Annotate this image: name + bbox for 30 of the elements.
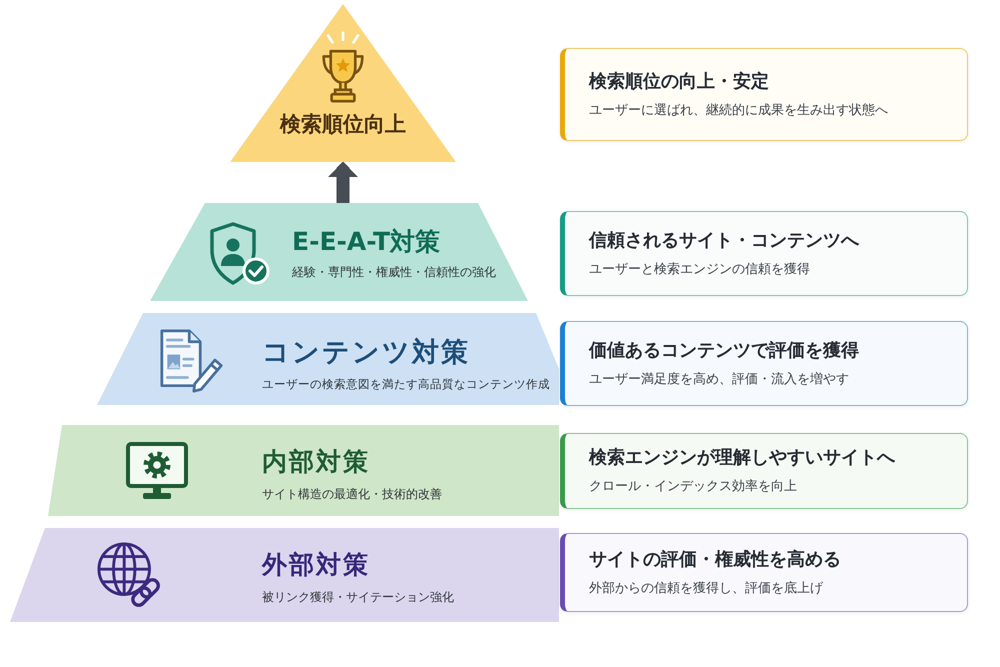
info-card	[560, 321, 968, 406]
card-title: 価値あるコンテンツで評価を獲得	[589, 340, 859, 362]
arrow	[328, 162, 358, 203]
tier-title: 外部対策	[262, 550, 370, 580]
card-description: ユーザーに選ばれ、継続的に成果を生み出す状態へ	[589, 102, 888, 118]
tier-description: ユーザーの検索意図を満たす高品質なコンテンツ作成	[262, 378, 550, 392]
info-card	[560, 433, 968, 509]
pyramid-tier	[10, 528, 559, 622]
pyramid-tier	[150, 203, 528, 301]
tier-description: 経験・専門性・権威性・信頼性の強化	[292, 265, 496, 280]
tier-description: サイト構造の最適化・技術的改善	[262, 487, 442, 502]
info-card	[560, 48, 968, 141]
card-description: ユーザー満足度を高め、評価・流入を増やす	[589, 372, 849, 388]
card-title: サイトの評価・権威性を高める	[589, 548, 841, 570]
card-description: クロール・インデックス効率を向上	[589, 479, 797, 495]
card-title: 検索順位の向上・安定	[589, 70, 769, 92]
tier-description: 被リンク獲得・サイテーション強化	[262, 590, 454, 604]
card-description: 外部からの信頼を獲得し、評価を底上げ	[589, 580, 823, 596]
tier-title: コンテンツ対策	[262, 337, 470, 370]
card-title: 信頼されるサイト・コンテンツへ	[589, 230, 859, 252]
pyramid-tier	[48, 425, 559, 516]
tier-title: 内部対策	[262, 447, 370, 477]
tier-title: E-E-A-T対策	[292, 227, 440, 257]
pyramid-apex	[230, 4, 456, 162]
card-title: 検索エンジンが理解しやすいサイトへ	[589, 447, 895, 469]
info-card	[560, 533, 968, 612]
card-description: ユーザーと検索エンジンの信頼を獲得	[589, 262, 810, 278]
info-card	[560, 211, 968, 296]
pyramid-tier	[97, 313, 559, 405]
apex-title: 検索順位向上	[278, 112, 407, 138]
